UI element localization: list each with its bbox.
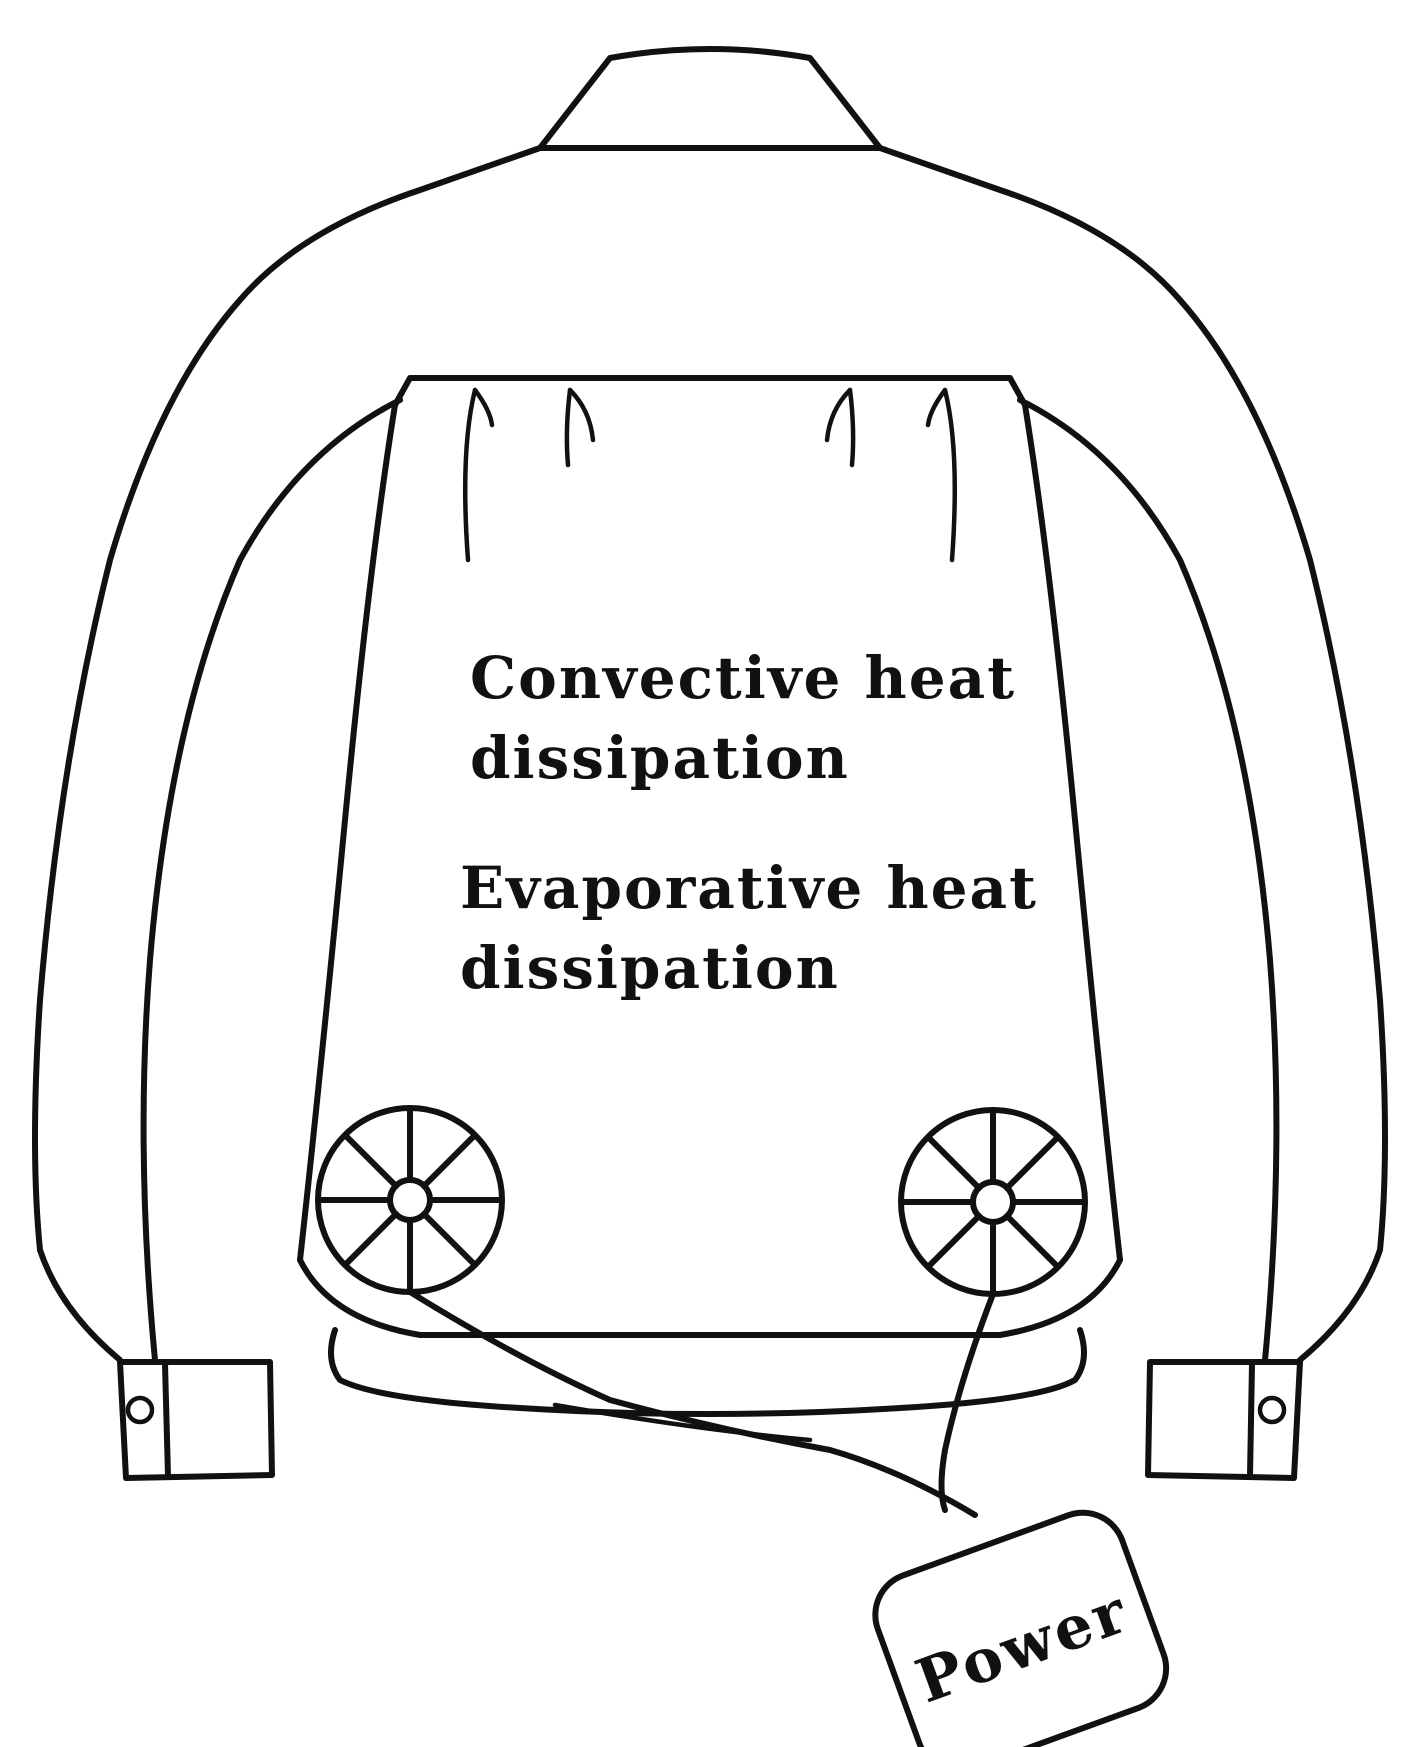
back-panel-right — [1022, 402, 1123, 1263]
left-inner-sleeve — [140, 397, 403, 1363]
power-cables — [407, 1289, 996, 1518]
pleat-1 — [462, 387, 478, 563]
pleat-3b — [824, 387, 853, 443]
back-yoke — [392, 375, 1028, 408]
heat-labels: Convective heat dissipation Evaporative … — [460, 644, 1038, 1002]
pleat-4b — [925, 387, 948, 428]
back-panel-left — [297, 402, 398, 1263]
pleat-2 — [564, 387, 573, 468]
convective-label-line1: Convective heat — [470, 644, 1016, 712]
lower-cable — [552, 1402, 813, 1443]
right-fan-icon — [898, 1107, 1088, 1297]
right-cuff-seam — [1247, 1361, 1255, 1479]
hem-upper — [297, 1257, 1123, 1338]
left-cable — [407, 1289, 978, 1518]
evaporative-label-line2: dissipation — [460, 934, 840, 1002]
right-inner-sleeve — [1017, 397, 1280, 1363]
left-cuff-button-icon — [125, 1395, 155, 1425]
left-fan-icon — [315, 1105, 505, 1295]
right-cuff-button-icon — [1257, 1395, 1287, 1425]
left-cuff-seam — [162, 1361, 171, 1479]
jacket-outline — [32, 46, 1388, 1481]
right-cable — [938, 1291, 996, 1513]
convective-label-line2: dissipation — [470, 724, 850, 792]
pleat-4 — [942, 387, 958, 563]
left-cuff — [117, 1359, 275, 1481]
pleat-3 — [847, 387, 856, 468]
left-shoulder-sleeve — [32, 145, 543, 1363]
power-battery-icon: Power — [872, 1509, 1170, 1747]
pleat-1b — [472, 387, 495, 428]
right-shoulder-sleeve — [877, 145, 1388, 1363]
collar — [537, 46, 883, 151]
evaporative-label-line1: Evaporative heat — [460, 854, 1038, 922]
pleat-2b — [567, 387, 596, 443]
hem-band — [328, 1327, 1087, 1417]
